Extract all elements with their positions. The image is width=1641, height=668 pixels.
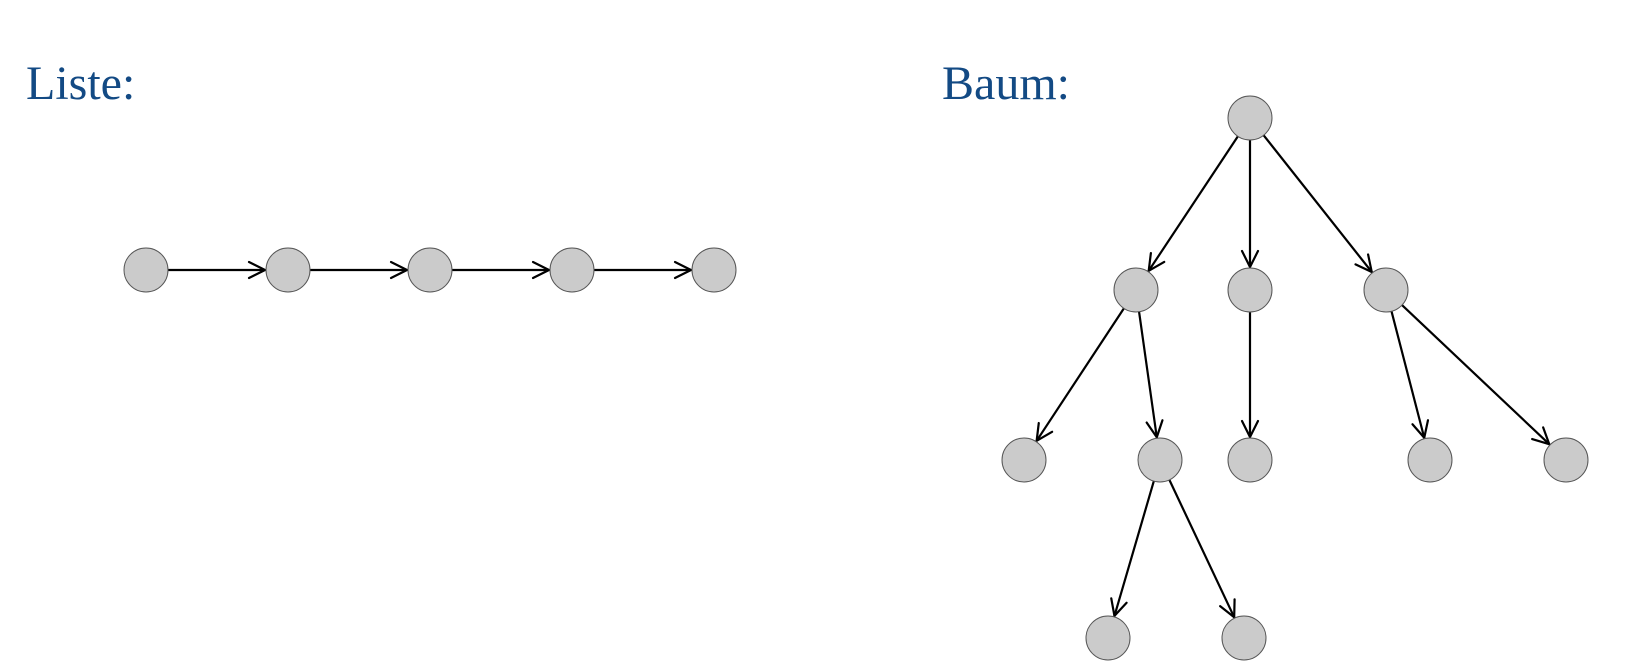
arrowhead (1411, 419, 1430, 439)
tree-edge-a2-a2y (1168, 478, 1236, 619)
edge-line (1390, 310, 1426, 439)
edge-line (1168, 478, 1236, 619)
tree-edge-c-c2 (1400, 304, 1551, 446)
arrowhead (1145, 419, 1164, 439)
edge-line (1147, 135, 1239, 272)
arrowhead (389, 260, 409, 280)
arrowhead (1240, 249, 1260, 269)
nodes-layer (123, 95, 1589, 661)
list-edge-l3-l4 (450, 260, 551, 280)
tree-node-a2y (1221, 615, 1267, 661)
arrowhead (673, 260, 693, 280)
arrowhead (1035, 421, 1054, 442)
tree-node-a1 (1001, 437, 1047, 483)
tree-node-c2 (1543, 437, 1589, 483)
tree-edge-b-b1 (1240, 310, 1260, 439)
arrowhead (1354, 253, 1373, 274)
list-node-l1 (123, 247, 169, 293)
arrowhead (1147, 251, 1166, 272)
tree-node-a2x (1085, 615, 1131, 661)
arrowhead (531, 260, 551, 280)
list-edge-l4-l5 (592, 260, 693, 280)
tree-node-b (1227, 267, 1273, 313)
arrowhead (1531, 426, 1551, 446)
tree-title: Baum: (942, 57, 1070, 110)
arrowhead (247, 260, 267, 280)
list-node-l5 (691, 247, 737, 293)
tree-node-a2 (1137, 437, 1183, 483)
arrowhead (1110, 597, 1128, 618)
arrowhead (1219, 598, 1236, 619)
edge-line (1262, 134, 1373, 274)
tree-edge-root-c (1262, 134, 1373, 274)
tree-edge-a-a1 (1035, 307, 1125, 442)
edge-line (1137, 310, 1158, 439)
edge-line (1113, 480, 1155, 618)
edge-line (1400, 304, 1551, 446)
list-node-l2 (265, 247, 311, 293)
list-node-l4 (549, 247, 595, 293)
list-title: Liste: (26, 57, 136, 110)
tree-edge-c-c1 (1390, 310, 1430, 439)
tree-node-c (1363, 267, 1409, 313)
tree-edge-a2-a2x (1110, 480, 1155, 618)
edge-line (1035, 307, 1125, 442)
tree-edge-root-b (1240, 138, 1260, 269)
list-edge-l1-l2 (166, 260, 267, 280)
tree-edge-root-a (1147, 135, 1239, 272)
tree-edge-a-a2 (1137, 310, 1164, 439)
tree-node-a (1113, 267, 1159, 313)
list-edge-l2-l3 (308, 260, 409, 280)
arrowhead (1240, 419, 1260, 439)
tree-node-root (1227, 95, 1273, 141)
edges-layer (166, 134, 1551, 619)
tree-node-b1 (1227, 437, 1273, 483)
tree-node-c1 (1407, 437, 1453, 483)
list-node-l3 (407, 247, 453, 293)
